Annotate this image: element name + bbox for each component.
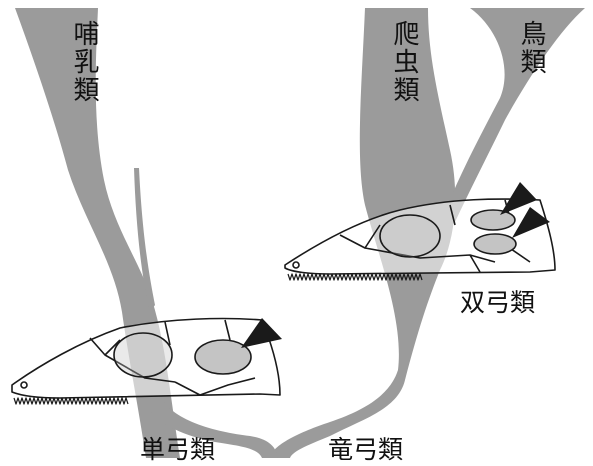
- diapsid-orbit: [380, 215, 440, 257]
- synapsid-skull: [12, 319, 280, 404]
- label-birds: 鳥類: [516, 20, 546, 76]
- label-mammals: 哺乳類: [69, 20, 99, 104]
- diapsid-lower-fenestra: [474, 234, 516, 254]
- diapsid-upper-fenestra: [471, 210, 515, 230]
- label-synapsid: 単弓類: [140, 435, 215, 464]
- synapsid-orbit: [114, 333, 172, 377]
- synapsid-teeth: [14, 398, 128, 404]
- label-sauropsid: 竜弓類: [328, 435, 403, 464]
- diapsid-nostril: [293, 262, 299, 268]
- branch-birds: [440, 8, 585, 226]
- synapsid-nostril: [21, 382, 27, 388]
- label-diapsid: 双弓類: [460, 288, 535, 317]
- synapsid-temporal-fenestra: [195, 340, 251, 374]
- diapsid-skull: [285, 199, 555, 280]
- label-reptiles: 爬虫類: [389, 20, 419, 104]
